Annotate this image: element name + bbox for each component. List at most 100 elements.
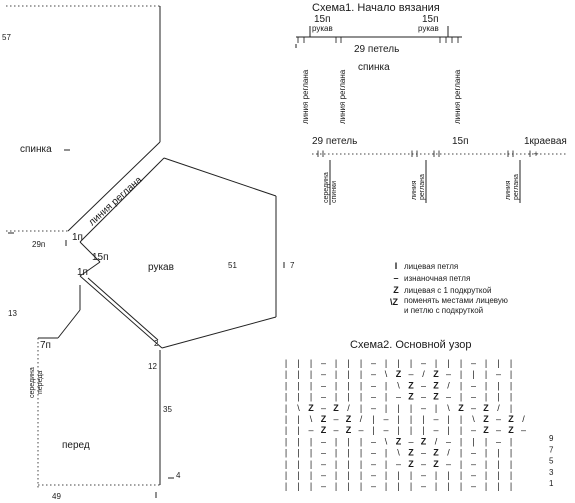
stitch-symbol: |	[485, 459, 487, 469]
stitch-symbol: –	[383, 425, 388, 435]
legend-twist-icon: Z	[393, 285, 399, 295]
stitch-symbol: |	[410, 403, 412, 413]
scheme1-29-stitches: 29 петель	[354, 44, 399, 55]
stitch-symbol: –	[371, 448, 376, 458]
stitch-symbol: \	[385, 369, 388, 379]
row2-middle-2: спинки	[331, 181, 338, 203]
stitch-symbol: |	[335, 481, 337, 491]
stitch-symbol: /	[360, 414, 363, 424]
stitch-symbol: |	[347, 470, 349, 480]
stitch-symbol: –	[321, 448, 326, 458]
stitch-symbol: |	[360, 459, 362, 469]
stitch-symbol: |	[297, 380, 299, 390]
stitch-symbol: |	[510, 403, 512, 413]
stitch-symbol: |	[372, 425, 374, 435]
stitch-symbol: |	[497, 380, 499, 390]
stitch-symbol: |	[485, 481, 487, 491]
raglan-front-inner	[87, 277, 159, 341]
stitch-symbol: |	[460, 470, 462, 480]
stitch-symbol: |	[385, 358, 387, 368]
stitch-symbol: Z	[483, 425, 489, 435]
stitch-symbol: Z	[321, 414, 327, 424]
stitch-symbol: |	[285, 414, 287, 424]
stitch-symbol: |	[385, 470, 387, 480]
stitch-29-label: 29п	[32, 240, 45, 249]
stitch-symbol: –	[333, 414, 338, 424]
stitch-symbol: –	[421, 380, 426, 390]
stitch-symbol: –	[333, 425, 338, 435]
stitch-symbol: –	[433, 425, 438, 435]
stitch-symbol: /	[447, 448, 450, 458]
stitch-symbol: |	[297, 358, 299, 368]
stitch-symbol: |	[510, 448, 512, 458]
stitch-symbol: |	[310, 358, 312, 368]
stitch-symbol: Z	[433, 369, 439, 379]
stitch-symbol: –	[471, 403, 476, 413]
stitch-symbol: |	[347, 358, 349, 368]
stitch-symbol: |	[485, 448, 487, 458]
row2-middle-1: середина	[323, 172, 330, 203]
sleeve-label: рукав	[148, 262, 174, 273]
stitch-symbol: |	[410, 470, 412, 480]
stitch-symbol: |	[360, 436, 362, 446]
stitch-symbol: |	[397, 358, 399, 368]
sleeve-bottom-edge	[161, 316, 277, 349]
stitch-symbol: |	[472, 436, 474, 446]
stitch-symbol: |	[510, 358, 512, 368]
row2-raglan-2a: линия	[505, 180, 512, 200]
svg-text:I: I	[433, 149, 436, 159]
stitch-symbol: –	[496, 425, 501, 435]
scheme1-sleeve-right: рукав	[418, 24, 439, 33]
stitch-symbol: |	[447, 425, 449, 435]
measure-35: 35	[163, 405, 172, 414]
stitch-symbol: –	[421, 459, 426, 469]
stitch-symbol: –	[471, 358, 476, 368]
stitch-symbol: |	[347, 436, 349, 446]
stitch-symbol: \	[385, 436, 388, 446]
legend-twist-text: лицевая с 1 подкруткой	[404, 286, 491, 295]
stitch-symbol: –	[471, 425, 476, 435]
stitch-symbol: |	[460, 425, 462, 435]
stitch-symbol: |	[297, 436, 299, 446]
stitch-symbol: |	[285, 436, 287, 446]
stitch-symbol: –	[321, 392, 326, 402]
stitch-symbol: |	[360, 403, 362, 413]
scheme1-back: спинка	[358, 62, 390, 73]
svg-text:I: I	[439, 35, 442, 45]
stitch-symbol: |	[385, 448, 387, 458]
svg-text:I: I	[507, 149, 510, 159]
stitch-15-label: 15п	[92, 252, 109, 263]
scheme2-title: Схема2. Основной узор	[350, 339, 472, 351]
stitch-symbol: |	[310, 459, 312, 469]
scheme1-raglan-1: линия реглана	[301, 69, 310, 124]
stitch-symbol: /	[522, 414, 525, 424]
stitch-symbol: –	[308, 425, 313, 435]
stitch-symbol: |	[410, 414, 412, 424]
stitch-symbol: –	[321, 369, 326, 379]
stitch-symbol: |	[297, 414, 299, 424]
row2-raglan-2b: реглана	[513, 174, 520, 200]
neck-diagonal	[57, 309, 81, 339]
svg-text:I: I	[411, 149, 414, 159]
stitch-symbol: |	[335, 380, 337, 390]
stitch-symbol: –	[421, 358, 426, 368]
stitch-symbol: |	[335, 470, 337, 480]
stitch-symbol: |	[460, 369, 462, 379]
front-middle-label-2: переда	[37, 371, 44, 394]
stitch-symbol: |	[360, 470, 362, 480]
stitch-symbol: –	[408, 436, 413, 446]
stitch-symbol: –	[321, 403, 326, 413]
stitch-symbol: Z	[408, 459, 414, 469]
stitch-symbol: |	[310, 369, 312, 379]
measure-12: 12	[148, 362, 157, 371]
stitch-symbol: |	[335, 448, 337, 458]
stitch-symbol: |	[285, 470, 287, 480]
stitch-symbol: –	[321, 436, 326, 446]
stitch-symbol: /	[435, 436, 438, 446]
stitch-symbol: |	[497, 470, 499, 480]
legend-swap-icon: \Z	[390, 297, 399, 307]
stitch-symbol: |	[385, 403, 387, 413]
stitch-symbol: Z	[483, 414, 489, 424]
measure-2: 2	[154, 339, 159, 348]
stitch-symbol: |	[297, 448, 299, 458]
